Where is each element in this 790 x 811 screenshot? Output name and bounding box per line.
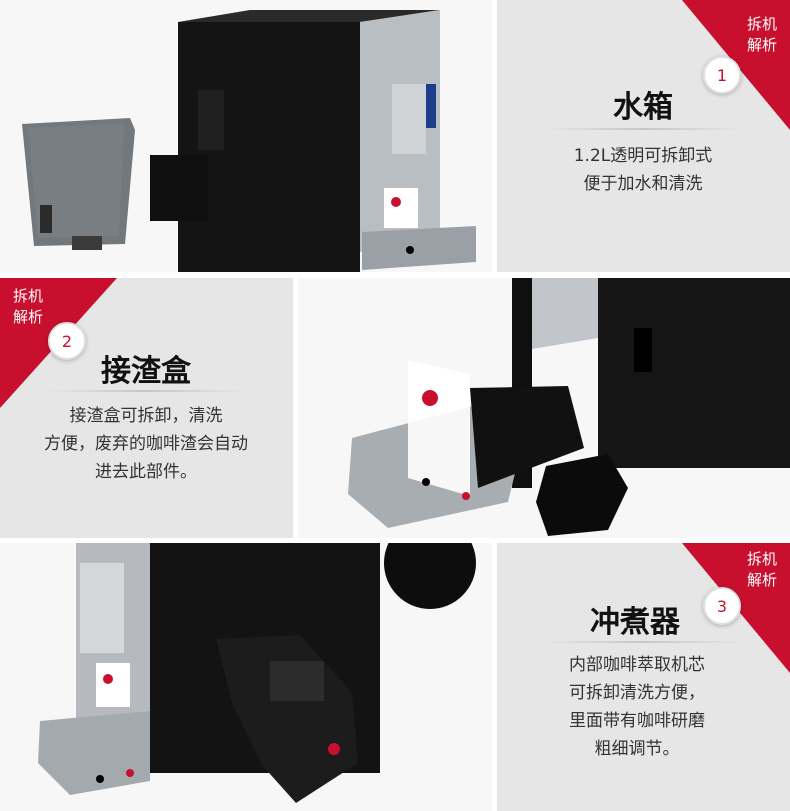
tag-line-1: 拆机 bbox=[12, 287, 43, 305]
desc-line: 进去此部件。 bbox=[95, 462, 197, 482]
section-title: 水箱 bbox=[613, 90, 673, 125]
number-badge: 3 bbox=[703, 587, 741, 625]
brew-unit-illustration bbox=[0, 543, 492, 811]
title-divider bbox=[46, 390, 246, 392]
section-brew-unit: 拆机 解析 3 冲煮器 内部咖啡萃取机芯 可拆卸清洗方便， 里面带有咖啡研磨 粗… bbox=[0, 543, 790, 811]
photo-water-tank bbox=[0, 0, 492, 272]
desc-line: 粗细调节。 bbox=[594, 739, 680, 759]
desc-line: 内部咖啡萃取机芯 bbox=[569, 655, 705, 675]
tag-line-2: 解析 bbox=[746, 36, 777, 54]
text-panel-water-tank: 拆机 解析 1 水箱 1.2L透明可拆卸式 便于加水和清洗 bbox=[497, 0, 790, 272]
tag-line-2: 解析 bbox=[746, 571, 777, 589]
number-badge: 2 bbox=[48, 322, 86, 360]
desc-line: 方便，废弃的咖啡渣会自动 bbox=[44, 434, 248, 454]
section-title: 接渣盒 bbox=[101, 354, 191, 389]
section-description: 内部咖啡萃取机芯 可拆卸清洗方便， 里面带有咖啡研磨 粗细调节。 bbox=[497, 651, 777, 763]
desc-line: 1.2L透明可拆卸式 bbox=[573, 146, 713, 166]
drip-tray-illustration bbox=[298, 278, 790, 538]
tag-line-1: 拆机 bbox=[746, 15, 777, 33]
tag-line-1: 拆机 bbox=[746, 550, 777, 568]
text-panel-grounds-box: 拆机 解析 2 接渣盒 接渣盒可拆卸，清洗 方便，废弃的咖啡渣会自动 进去此部件… bbox=[0, 278, 293, 538]
tag-label: 拆机 解析 bbox=[8, 286, 48, 328]
desc-line: 便于加水和清洗 bbox=[583, 174, 703, 194]
title-divider bbox=[543, 128, 743, 130]
desc-line: 接渣盒可拆卸，清洗 bbox=[69, 406, 223, 426]
section-description: 接渣盒可拆卸，清洗 方便，废弃的咖啡渣会自动 进去此部件。 bbox=[6, 402, 286, 486]
desc-line: 里面带有咖啡研磨 bbox=[569, 711, 705, 731]
section-water-tank: 拆机 解析 1 水箱 1.2L透明可拆卸式 便于加水和清洗 bbox=[0, 0, 790, 272]
section-grounds-box: 拆机 解析 2 接渣盒 接渣盒可拆卸，清洗 方便，废弃的咖啡渣会自动 进去此部件… bbox=[0, 278, 790, 538]
desc-line: 可拆卸清洗方便， bbox=[569, 683, 705, 703]
photo-brew-unit bbox=[0, 543, 492, 811]
tag-label: 拆机 解析 bbox=[742, 549, 782, 591]
title-divider bbox=[543, 641, 743, 643]
tag-line-2: 解析 bbox=[12, 308, 43, 326]
coffee-machine-illustration bbox=[0, 0, 492, 272]
section-description: 1.2L透明可拆卸式 便于加水和清洗 bbox=[503, 142, 783, 198]
tag-label: 拆机 解析 bbox=[742, 14, 782, 56]
section-title: 冲煮器 bbox=[590, 605, 680, 640]
number-badge: 1 bbox=[703, 56, 741, 94]
text-panel-brew-unit: 拆机 解析 3 冲煮器 内部咖啡萃取机芯 可拆卸清洗方便， 里面带有咖啡研磨 粗… bbox=[497, 543, 790, 811]
photo-grounds-box bbox=[298, 278, 790, 538]
